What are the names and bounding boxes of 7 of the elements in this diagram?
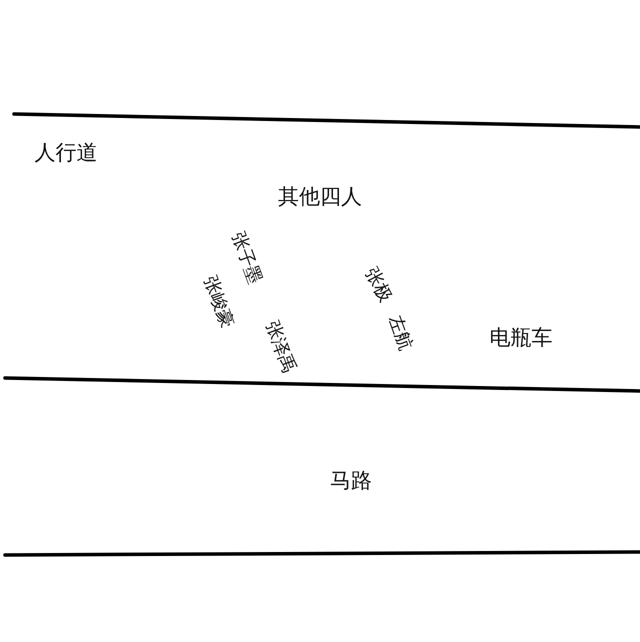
text-label: 张泽禹	[261, 318, 299, 376]
text-label: 马路	[330, 469, 372, 493]
text-label: 电瓶车	[490, 326, 552, 350]
text-label: 人行道	[34, 141, 98, 165]
text-label: 张极	[360, 264, 396, 306]
text-label: 左航	[384, 312, 416, 354]
text-label: 其他四人	[278, 185, 362, 209]
